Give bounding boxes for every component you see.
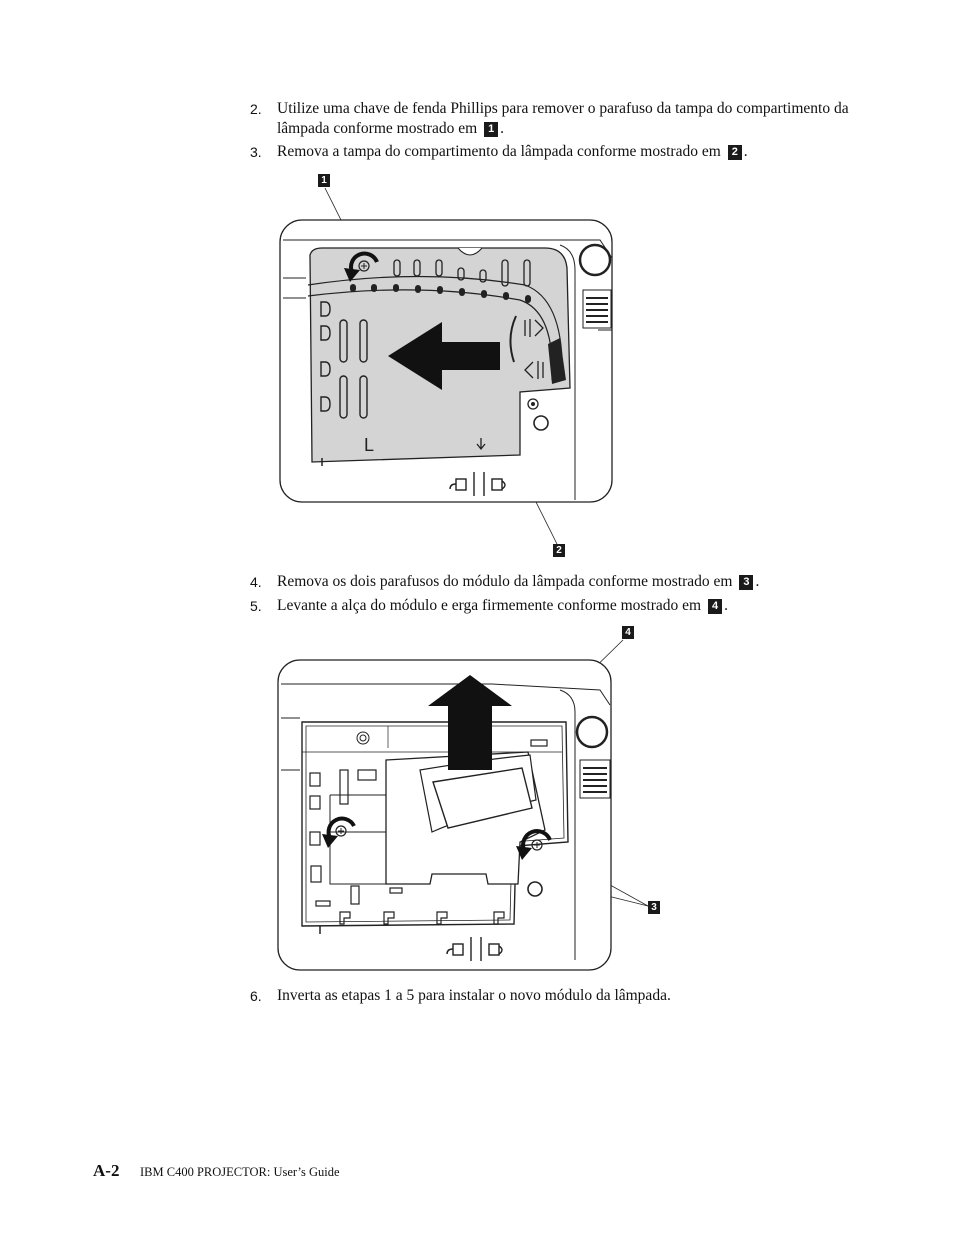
- step-4: 4. Remova os dois parafusos do módulo da…: [250, 573, 760, 590]
- step-3: 3. Remova a tampa do compartimento da lâ…: [250, 143, 748, 160]
- callout-ref-badge: 4: [708, 599, 723, 614]
- cover-l-mark: L: [364, 435, 374, 455]
- step-2: 2. Utilize uma chave de fenda Phillips p…: [250, 100, 849, 137]
- step-text: Utilize uma chave de fenda Phillips para…: [277, 100, 849, 137]
- page-number: A-2: [93, 1161, 120, 1180]
- step-number: 2.: [250, 101, 262, 117]
- step-number: 3.: [250, 144, 262, 160]
- step-5: 5. Levante a alça do módulo e erga firme…: [250, 597, 728, 614]
- step-number: 4.: [250, 574, 262, 590]
- step-number: 5.: [250, 598, 262, 614]
- callout-ref-badge: 1: [484, 122, 499, 137]
- callout-ref-badge: 2: [727, 145, 742, 160]
- step-text: Remova os dois parafusos do módulo da lâ…: [277, 573, 733, 590]
- step-text: Levante a alça do módulo e erga firmemen…: [277, 597, 702, 614]
- callout-2: 2: [553, 544, 565, 557]
- step-number: 6.: [250, 988, 262, 1004]
- step-text: Remova a tampa do compartimento da lâmpa…: [277, 143, 721, 160]
- callout-1: 1: [318, 174, 330, 187]
- callout-3: 3: [648, 901, 660, 914]
- step-text: Inverta as etapas 1 a 5 para instalar o …: [277, 987, 671, 1004]
- callout-4: 4: [622, 626, 634, 639]
- footer-title: IBM C400 PROJECTOR: User’s Guide: [140, 1165, 340, 1179]
- callout-ref-badge: 3: [739, 575, 754, 590]
- step-6: 6. Inverta as etapas 1 a 5 para instalar…: [250, 986, 850, 1006]
